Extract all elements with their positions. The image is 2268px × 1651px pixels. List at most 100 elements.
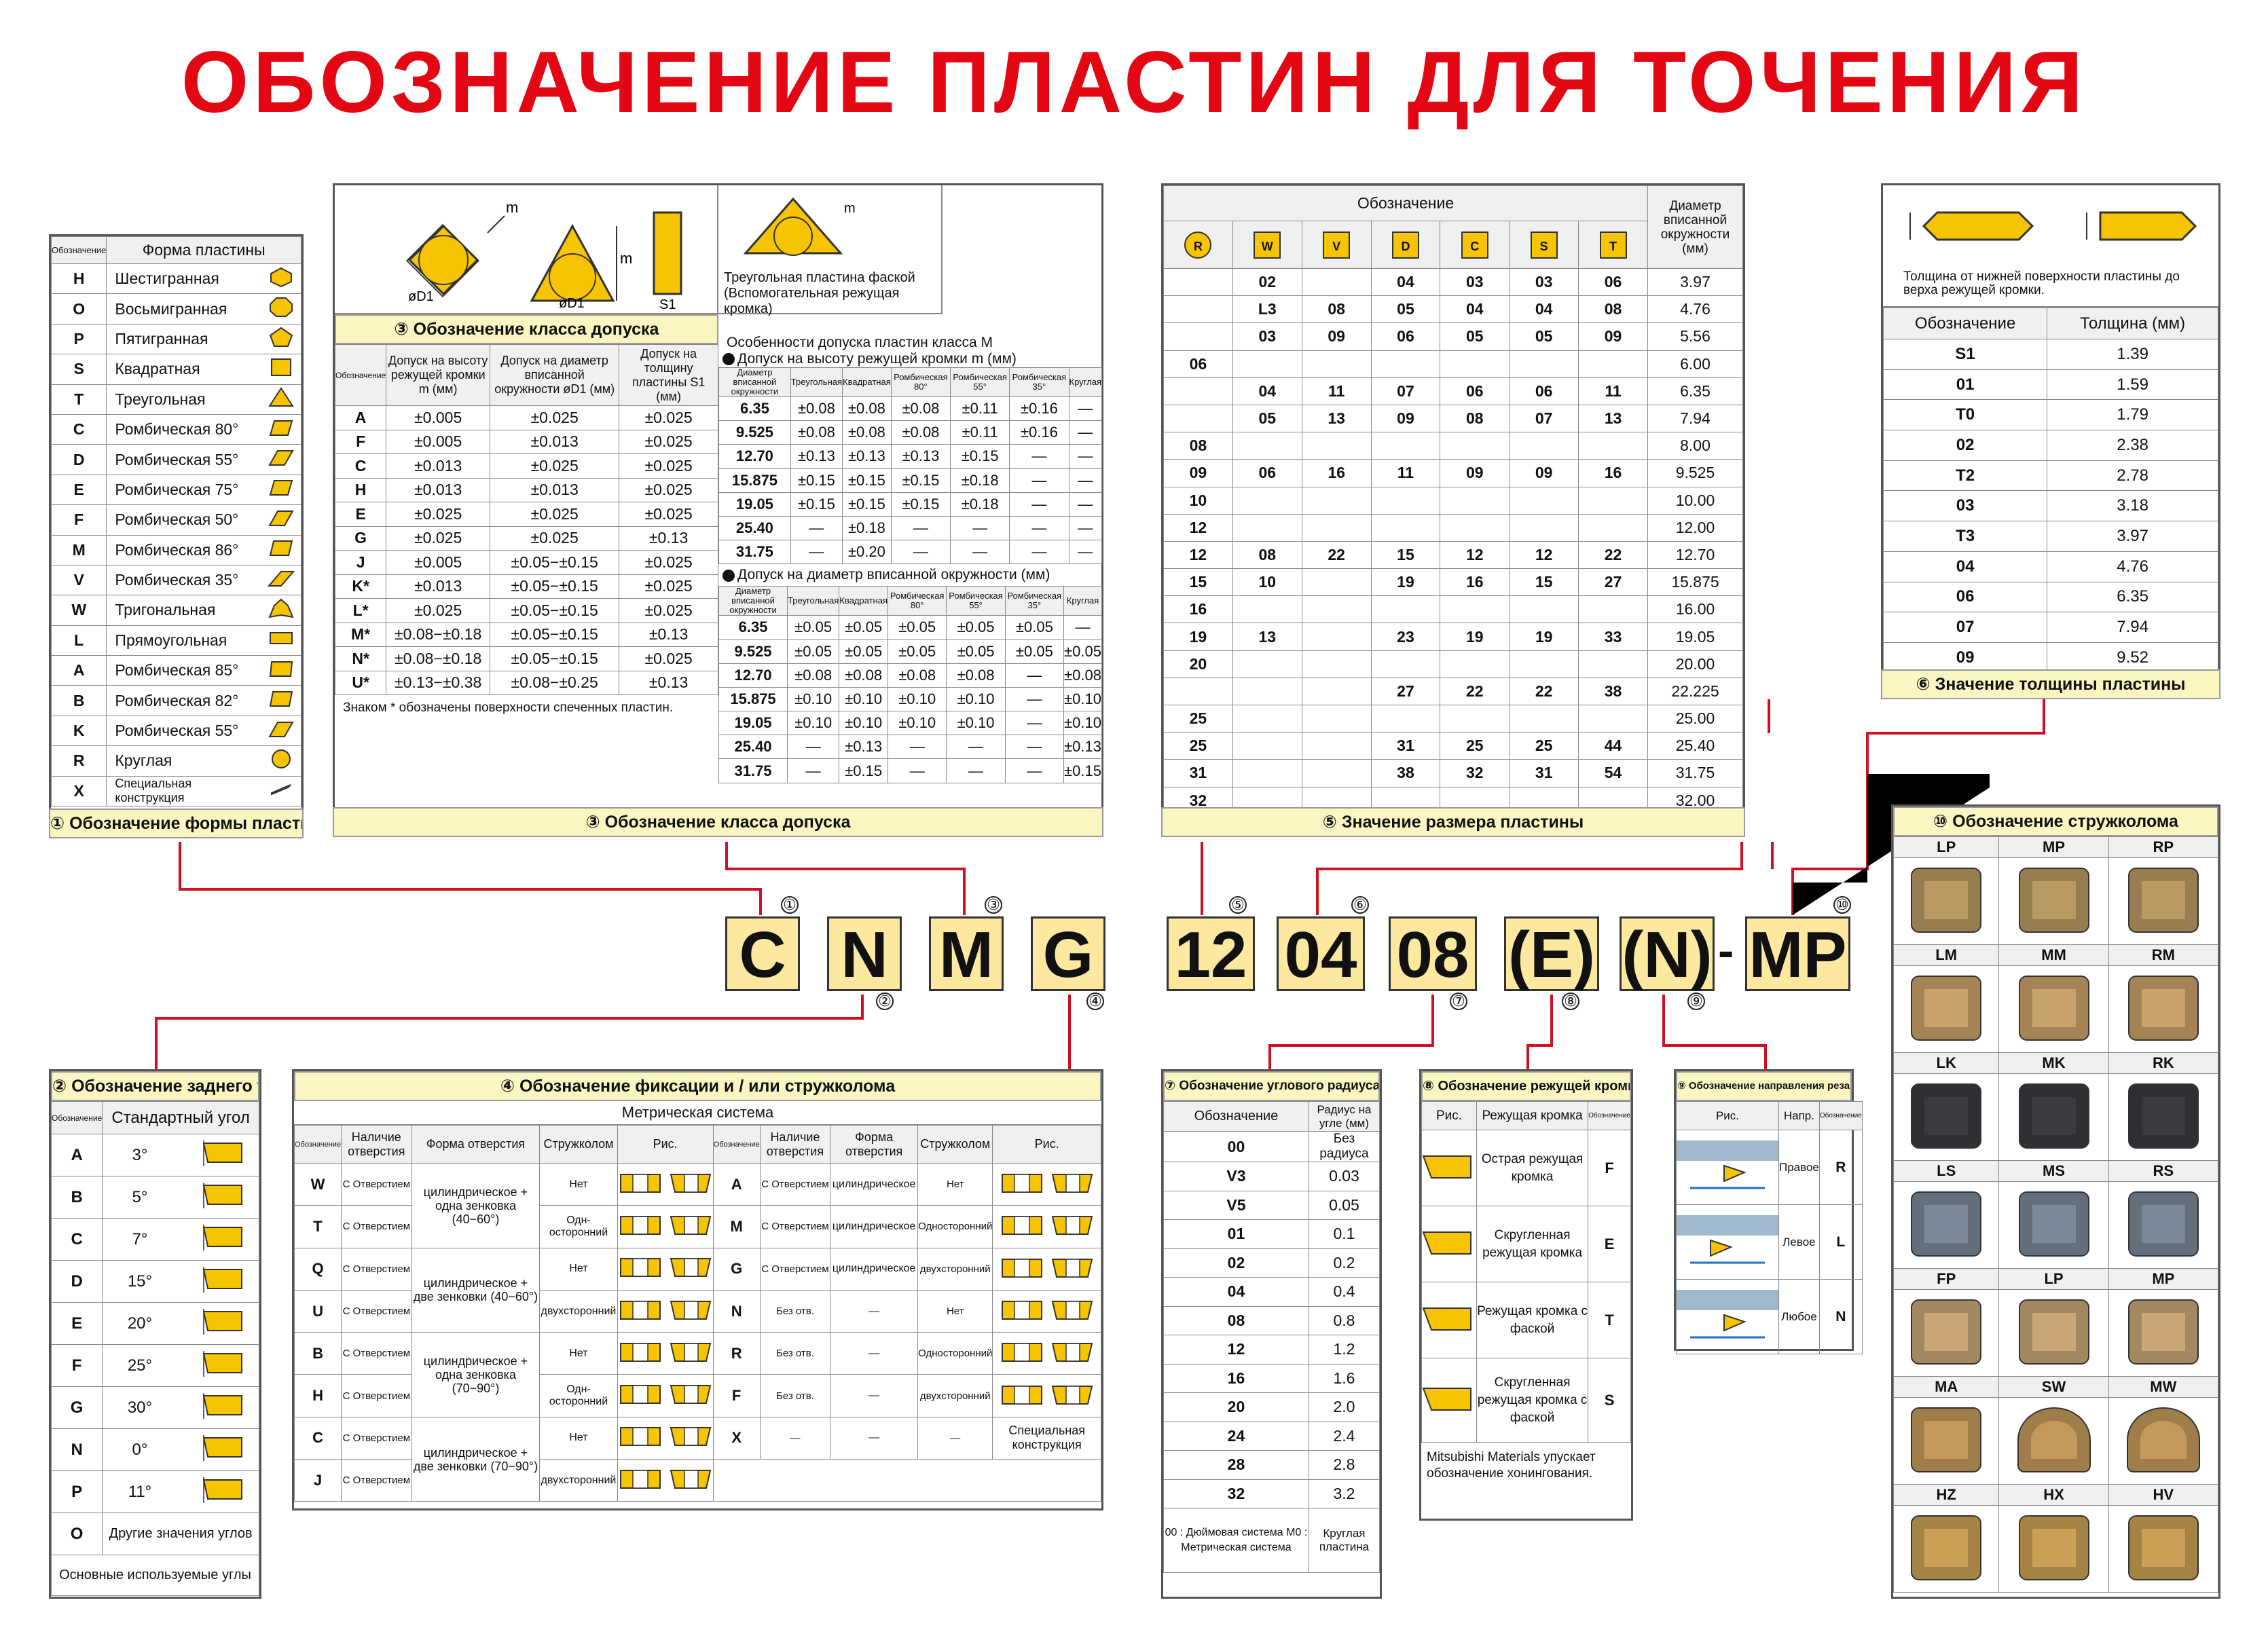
m-cell: ±0.10 (1063, 686, 1102, 712)
insert-s-icon: S (1530, 231, 1558, 259)
code-number-marker: ① (781, 896, 799, 914)
shape-code: E (50, 474, 107, 506)
size-cell (1301, 677, 1372, 706)
m-cell: — (946, 735, 1006, 760)
m-cell: ±0.15 (790, 491, 843, 517)
tolerance-cell: ±0.13−±0.38 (386, 670, 491, 695)
size-cell: 23 (1370, 623, 1441, 651)
tolerance-cell: ±0.025 (619, 477, 718, 502)
clearance-angle: 5° (102, 1176, 177, 1219)
size-cell (1578, 432, 1648, 460)
tolerance-cell: ±0.08−±0.25 (490, 670, 620, 695)
tolerance-cell: ±0.05−±0.15 (490, 598, 620, 623)
size-cell: 12.00 (1647, 513, 1743, 542)
code-part-4: G (1031, 916, 1105, 991)
size-cell: 3.97 (1647, 267, 1743, 297)
radius-cell: Без радиуса (1308, 1131, 1380, 1162)
fixation-hole-shape: цилиндрическое + одна зенковка (40−60°) (411, 1163, 541, 1248)
thickness-cell: T2 (1882, 460, 2048, 491)
size-cell: 5.56 (1647, 322, 1743, 351)
m-cell: ±0.18 (842, 515, 892, 541)
insert-shape-icon (270, 297, 293, 318)
fixation-col-header: Стружколом (917, 1125, 993, 1164)
chipbreaker-insert-icon (2018, 1515, 2089, 1580)
size-cell: 15.875 (1647, 568, 1743, 597)
size-cell (1440, 432, 1510, 460)
chipbreaker-insert-icon (2126, 1407, 2200, 1472)
insert-shape-icon (271, 358, 292, 376)
fixation-hole: Без отв. (759, 1374, 831, 1417)
thickness-cell: 2.78 (2047, 460, 2218, 491)
shape-name: Прямоугольная (106, 625, 262, 656)
m-class-section: Особенности допуска пластин класса M Доп… (718, 314, 1103, 783)
size-cell: 19 (1440, 623, 1510, 651)
size-cell: 7.94 (1647, 404, 1743, 433)
edge-code: T (1588, 1282, 1631, 1358)
fixation-chipbreaker: Нет (539, 1162, 618, 1206)
m-cell: ±0.05 (1004, 639, 1065, 664)
shape-name: Ромбическая 85° (106, 655, 262, 686)
fixation-chipbreaker: Нет (539, 1247, 618, 1291)
fixation-chipbreaker: Нет (539, 1416, 618, 1460)
m-cell: ±0.05 (839, 639, 889, 664)
m-col-header: Ромбическая 35° (1004, 586, 1065, 616)
size-cell (1301, 267, 1372, 297)
size-cell: 03 (1509, 267, 1579, 297)
shape-code: O (50, 293, 107, 324)
chipbreaker-cell: RS (2108, 1160, 2219, 1269)
m-cell: — (1004, 711, 1065, 736)
fixation-empty (712, 1459, 1102, 1502)
size-cell (1509, 650, 1579, 678)
m-cell: ±0.08 (946, 663, 1006, 688)
tolerance-cell: ±0.13 (619, 525, 718, 551)
m-cell: — (890, 540, 951, 565)
table-row: 12.70±0.08±0.08±0.08±0.08—±0.08 (718, 663, 1102, 688)
insert-shape-icon (269, 540, 293, 557)
m-cell: ±0.10 (1063, 711, 1102, 736)
size-cell (1440, 513, 1510, 542)
radius-cell: 02 (1163, 1248, 1309, 1278)
size-cell (1301, 732, 1372, 760)
fixation-code: A (712, 1162, 761, 1206)
size-cell: 12 (1163, 540, 1233, 570)
m-cell: ±0.08 (1063, 663, 1102, 688)
size-cell: 04 (1232, 377, 1302, 405)
table-row: U*±0.13−±0.38±0.08−±0.25±0.13 (334, 670, 718, 695)
m-cell: ±0.20 (842, 540, 892, 565)
insert-hole-icon (619, 1173, 711, 1193)
m-cell: ±0.16 (1009, 396, 1069, 422)
tolerance-col-header: Допуск на толщину пластины S1 (мм) (619, 344, 718, 406)
m-cell: ±0.08 (790, 420, 843, 445)
size-cell (1301, 650, 1372, 678)
shape-code: H (50, 263, 107, 295)
m-cell: 15.875 (718, 686, 788, 712)
clearance-angle: 0° (102, 1428, 177, 1471)
clearance-angle: 3° (102, 1134, 177, 1176)
chipbreaker-cell: MW (2108, 1376, 2219, 1485)
chipbreaker-cell: RP (2108, 836, 2219, 945)
code-dash: - (1718, 924, 1734, 977)
fixation-chipbreaker: двухсторонний (539, 1289, 618, 1333)
edge-note: Mitsubishi Materials упускает обозначени… (1427, 1450, 1596, 1481)
m-cell: ±0.08 (890, 420, 951, 445)
radius-cell: 20 (1163, 1392, 1309, 1422)
code-part-2: N (827, 916, 902, 991)
size-cell: 16.00 (1647, 595, 1743, 624)
chipbreaker-code: RS (2109, 1161, 2218, 1182)
